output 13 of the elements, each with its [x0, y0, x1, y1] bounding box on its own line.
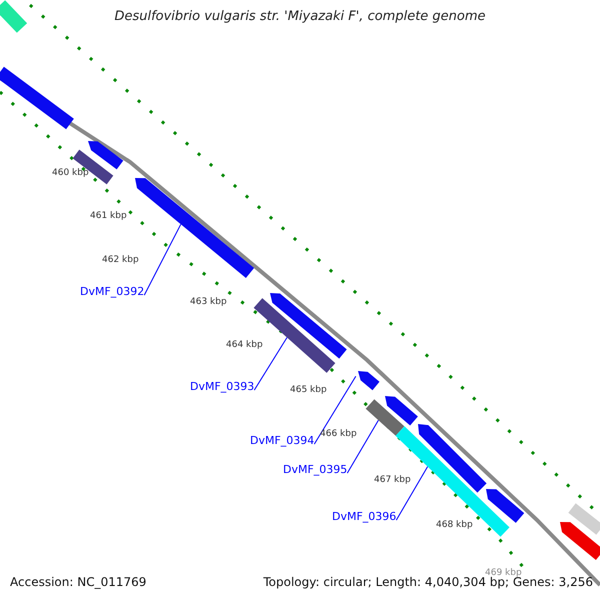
position-label: 462 kbp: [102, 256, 139, 266]
position-label: 468 kbp: [436, 521, 473, 531]
position-label: 465 kbp: [290, 386, 327, 396]
title: Desulfovibrio vulgaris str. 'Miyazaki F', complete genome: [113, 10, 487, 24]
position-label: 463 kbp: [190, 298, 227, 308]
position-label: 467 kbp: [374, 476, 411, 486]
position-label: 466 kbp: [320, 430, 357, 440]
position-label: 460 kbp: [52, 169, 89, 179]
genome-info-text: Topology: circular; Length: 4,040,304 bp; Genes: 3,256: [263, 576, 593, 590]
position-label: 469 kbp: [485, 569, 522, 578]
accession-text: Accession: NC_011769: [10, 576, 146, 590]
position-label: 464 kbp: [226, 341, 263, 351]
position-label: 461 kbp: [90, 212, 127, 222]
